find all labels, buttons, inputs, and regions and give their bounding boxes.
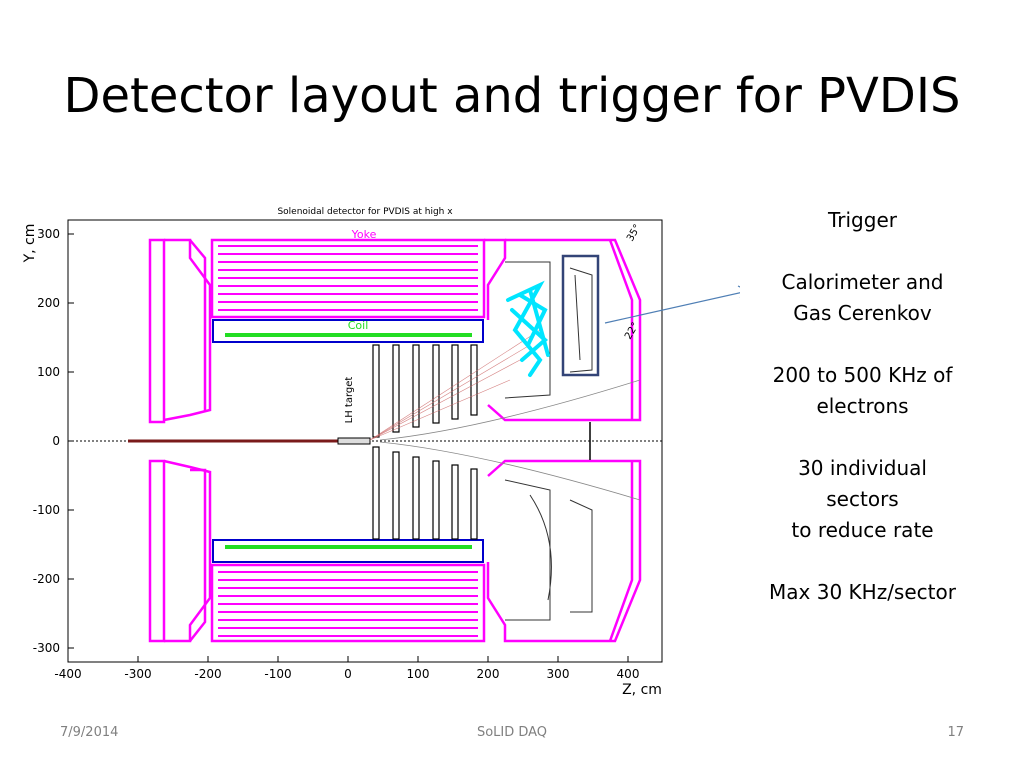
- y-tick-label: 0: [52, 434, 60, 448]
- trigger-line: Trigger: [828, 208, 897, 232]
- gem-planes: [372, 344, 478, 540]
- x-tick-label: 400: [617, 667, 640, 681]
- cherenkov-upper: [504, 261, 593, 399]
- target-cell: [337, 437, 371, 445]
- trigger-line: to reduce rate: [791, 518, 934, 542]
- cherenkov-lower: [504, 479, 593, 621]
- ecal-box: [561, 254, 600, 377]
- trigger-paragraph: Trigger: [740, 205, 985, 236]
- trigger-line: Calorimeter and: [781, 270, 944, 294]
- yoke-lower: [148, 459, 642, 643]
- trigger-line: 200 to 500 KHz of: [772, 363, 953, 387]
- x-tick-label: -100: [264, 667, 291, 681]
- trigger-line: Gas Cerenkov: [793, 301, 932, 325]
- x-tick-label: 200: [477, 667, 500, 681]
- detector-layout-figure: Solenoidal detector for PVDIS at high x …: [22, 207, 740, 698]
- coil-label: Coil: [348, 319, 369, 332]
- y-tick-label: 100: [37, 365, 60, 379]
- x-ticks: -400 -300 -200 -100 0 100 200 300 400: [54, 656, 639, 681]
- yoke-upper: [148, 238, 642, 424]
- yoke-label: Yoke: [351, 228, 377, 241]
- annotation-arrow: [604, 292, 740, 324]
- y-axis-label: Y, cm: [22, 224, 38, 264]
- electron-tracks: [506, 280, 550, 377]
- y-tick-label: -100: [33, 503, 60, 517]
- trigger-paragraph: 200 to 500 KHz of electrons: [740, 360, 985, 422]
- y-tick-label: -200: [33, 572, 60, 586]
- x-tick-label: -300: [124, 667, 151, 681]
- coil-lower-box: [212, 539, 484, 563]
- trigger-paragraph: Max 30 KHz/sector: [740, 577, 985, 608]
- x-tick-label: 0: [344, 667, 352, 681]
- footer-date: 7/9/2014: [60, 725, 119, 740]
- x-tick-label: 100: [407, 667, 430, 681]
- y-ticks: 300 200 100 0 -100 -200 -300: [33, 227, 74, 655]
- x-axis-label: Z, cm: [622, 682, 662, 698]
- trigger-line: 30 individual: [798, 456, 927, 480]
- x-tick-label: -200: [194, 667, 221, 681]
- y-tick-label: 300: [37, 227, 60, 241]
- outer-acceptance-lines: [379, 379, 641, 501]
- y-tick-label: 200: [37, 296, 60, 310]
- figure-title: Solenoidal detector for PVDIS at high x: [277, 207, 453, 217]
- particle-tracks: [369, 329, 541, 441]
- trigger-line: Max 30 KHz/sector: [769, 580, 956, 604]
- x-tick-label: -400: [54, 667, 81, 681]
- trigger-paragraph: 30 individual sectors to reduce rate: [740, 453, 985, 546]
- trigger-line: electrons: [816, 394, 909, 418]
- slide-title: Detector layout and trigger for PVDIS: [63, 68, 961, 124]
- y-tick-label: -300: [33, 641, 60, 655]
- footer-center: SoLID DAQ: [476, 725, 548, 740]
- yoke-upper-plates: [218, 245, 478, 311]
- x-tick-label: 300: [547, 667, 570, 681]
- trigger-line: sectors: [826, 487, 899, 511]
- footer-page: 17: [947, 725, 964, 740]
- yoke-lower-plates: [218, 571, 478, 637]
- target-label: LH target: [344, 377, 355, 424]
